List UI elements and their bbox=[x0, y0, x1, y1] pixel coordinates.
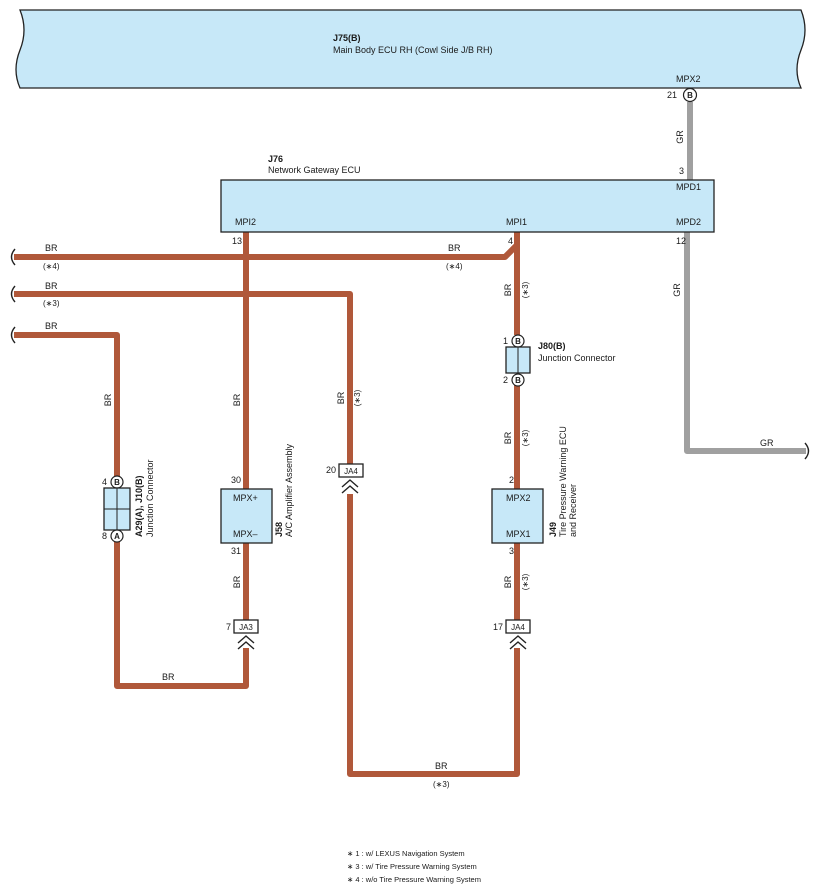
ja4-right-arrow-icon bbox=[509, 635, 527, 650]
gr-wire-mpd2-out bbox=[684, 232, 806, 454]
j75-pin-label: MPX2 bbox=[676, 74, 701, 84]
j75-ecu-box bbox=[15, 9, 806, 89]
wire-label-note3-j49: (∗3) bbox=[521, 573, 530, 590]
j75-pin-circle bbox=[682, 87, 698, 103]
wire-label-br-2: BR bbox=[448, 243, 461, 253]
a29-bottom-pin-letter: A bbox=[114, 532, 120, 541]
a29-bottom-pin-circle bbox=[110, 529, 124, 543]
j80-pin1-letter: B bbox=[515, 337, 521, 346]
j76-mpd2-no: 12 bbox=[676, 236, 686, 246]
j76-name: Network Gateway ECU bbox=[268, 165, 361, 175]
ja3-arrow-icon bbox=[237, 635, 255, 650]
j76-mpd1-label: MPD1 bbox=[676, 182, 701, 192]
br-wire-a29-feed bbox=[14, 332, 120, 482]
br-wire-star3 bbox=[14, 291, 353, 468]
j76-mpd1-no: 3 bbox=[679, 166, 684, 176]
j49-top-no: 2 bbox=[509, 475, 514, 485]
wire-label-br-j49: BR bbox=[503, 575, 513, 588]
j49-name-line2: and Receiver bbox=[568, 484, 578, 537]
wire-label-note3-mid: (∗3) bbox=[353, 389, 362, 406]
j49-bottom-no: 3 bbox=[509, 546, 514, 556]
ja3-no: 7 bbox=[226, 622, 231, 632]
a29-top-pin-letter: B bbox=[114, 478, 120, 487]
j80-pin2-no: 2 bbox=[503, 375, 508, 385]
j80-name: Junction Connector bbox=[538, 353, 616, 363]
ja4-right-box bbox=[505, 619, 531, 634]
wire-label-br-loop2: BR bbox=[435, 761, 448, 771]
j49-name-line1: Tire Pressure Warning ECU bbox=[558, 426, 568, 537]
a29-bottom-pin-no: 8 bbox=[102, 531, 107, 541]
j76-mpi2-no: 13 bbox=[232, 236, 242, 246]
wire-break-mark bbox=[804, 442, 810, 460]
j58-bottom-no: 31 bbox=[231, 546, 241, 556]
j76-mpi1-label: MPI1 bbox=[506, 217, 527, 227]
wire-label-gr-top: GR bbox=[675, 130, 685, 144]
j80-id: J80(B) bbox=[538, 341, 566, 351]
wire-label-note3-loop2: (∗3) bbox=[433, 780, 450, 789]
wire-label-note4-1: (∗4) bbox=[43, 262, 60, 271]
j76-mpi1-no: 4 bbox=[508, 236, 513, 246]
j58-mpx-plus: MPX+ bbox=[233, 493, 258, 503]
ja3-label: JA3 bbox=[239, 623, 253, 632]
j49-id: J49 bbox=[548, 522, 558, 537]
j80-pin2-circle bbox=[511, 373, 525, 387]
wire-break-mark bbox=[10, 326, 16, 344]
j80-pin2-letter: B bbox=[515, 376, 521, 385]
wire-label-br-3: BR bbox=[45, 281, 58, 291]
footnote-1: ∗ 1 : w/ LEXUS Navigation System bbox=[347, 849, 465, 858]
wire-label-note3-j80: (∗3) bbox=[521, 429, 530, 446]
a29-name: Junction Connector bbox=[145, 459, 155, 537]
footnote-4: ∗ 4 : w/o Tire Pressure Warning System bbox=[347, 875, 481, 884]
wire-label-br-a29: BR bbox=[103, 393, 113, 406]
a29-top-pin-no: 4 bbox=[102, 477, 107, 487]
j58-mpx-minus: MPX– bbox=[233, 529, 258, 539]
wire-label-note3-mpi1: (∗3) bbox=[521, 281, 530, 298]
j76-id: J76 bbox=[268, 154, 283, 164]
br-wire-a29-loop bbox=[114, 536, 249, 689]
j58-id: J58 bbox=[274, 522, 284, 537]
br-wire-bottom-loop bbox=[347, 494, 520, 777]
j58-top-no: 30 bbox=[231, 475, 241, 485]
ja4-mid-box bbox=[338, 463, 364, 478]
wire-label-br-j58: BR bbox=[232, 575, 242, 588]
j58-component-box bbox=[220, 488, 273, 544]
wire-label-br-j80: BR bbox=[503, 431, 513, 444]
j76-mpd2-label: MPD2 bbox=[676, 217, 701, 227]
wire-label-gr-right: GR bbox=[760, 438, 774, 448]
wire-label-br-1: BR bbox=[45, 243, 58, 253]
wire-break-mark bbox=[10, 248, 16, 266]
ja4-mid-label: JA4 bbox=[344, 467, 358, 476]
ja4-mid-no: 20 bbox=[326, 465, 336, 475]
j75-name: Main Body ECU RH (Cowl Side J/B RH) bbox=[333, 45, 493, 55]
ja4-right-label: JA4 bbox=[511, 623, 525, 632]
j49-mpx2: MPX2 bbox=[506, 493, 531, 503]
j76-ecu-box bbox=[220, 179, 715, 233]
wire-label-br-mpi1: BR bbox=[503, 283, 513, 296]
wire-label-note4-2: (∗4) bbox=[446, 262, 463, 271]
a29-id: A29(A), J10(B) bbox=[134, 475, 144, 537]
footnote-3: ∗ 3 : w/ Tire Pressure Warning System bbox=[347, 862, 477, 871]
j75-pin-no: 21 bbox=[667, 90, 677, 100]
j76-mpi2-label: MPI2 bbox=[235, 217, 256, 227]
j49-mpx1: MPX1 bbox=[506, 529, 531, 539]
j58-name: A/C Amplifier Assembly bbox=[284, 443, 294, 537]
br-wire-star4 bbox=[14, 232, 520, 260]
wire-label-gr-mid: GR bbox=[672, 283, 682, 297]
wire-label-br-mpi2: BR bbox=[232, 393, 242, 406]
ja3-box bbox=[233, 619, 259, 634]
j49-component-box bbox=[491, 488, 544, 544]
ja4-mid-arrow-icon bbox=[341, 479, 359, 494]
j75-id: J75(B) bbox=[333, 33, 361, 43]
wire-label-br-loop1: BR bbox=[162, 672, 175, 682]
wire-break-mark bbox=[10, 285, 16, 303]
wire-label-br-star3-mid: BR bbox=[336, 391, 346, 404]
wire-label-note3-1: (∗3) bbox=[43, 299, 60, 308]
ja4-right-no: 17 bbox=[493, 622, 503, 632]
j75-pin-letter: B bbox=[687, 91, 693, 100]
j80-pin1-no: 1 bbox=[503, 336, 508, 346]
wire-label-br-4: BR bbox=[45, 321, 58, 331]
